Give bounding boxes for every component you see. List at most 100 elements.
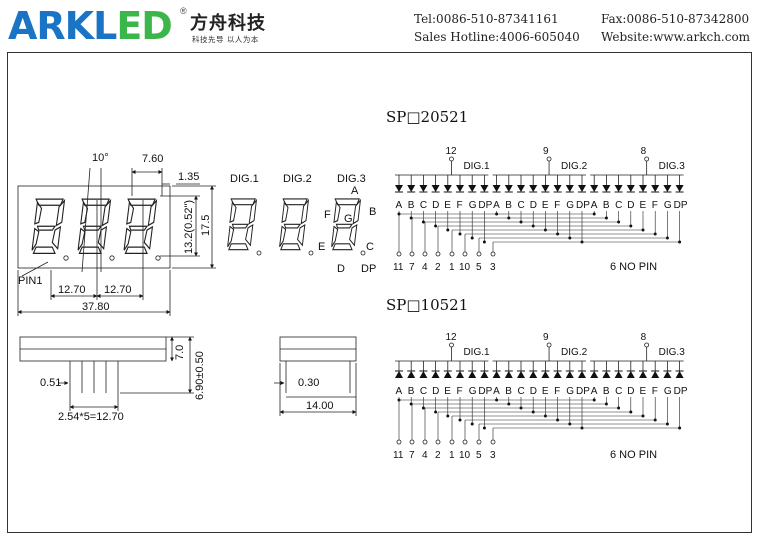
seg-label-e: E: [318, 241, 325, 253]
junction-dot: [421, 406, 425, 410]
segment-label: A: [396, 386, 403, 397]
segment-label: F: [457, 200, 463, 211]
led-diode-symbol: [675, 371, 684, 378]
display-body: [17, 185, 171, 269]
common-digit-label: DIG.2: [561, 161, 588, 172]
led-diode-symbol: [456, 371, 464, 378]
segment-label: D: [627, 200, 634, 211]
pin1-leader: [21, 261, 49, 277]
segment-label: G: [566, 386, 574, 397]
common-digit-label: DIG.2: [561, 347, 588, 358]
pin-dot: [476, 439, 482, 445]
led-diode-symbol: [626, 371, 635, 378]
pin-dot: [435, 251, 441, 257]
led-diode-symbol: [529, 371, 538, 378]
dp-gap-label: 1.35: [178, 171, 199, 183]
common-pin-number: 9: [543, 146, 549, 157]
segment-label: C: [420, 386, 427, 397]
seg-label-b: B: [369, 206, 376, 218]
segment-label: F: [554, 200, 560, 211]
segment-label: E: [444, 386, 451, 397]
led-diode-symbol: [553, 185, 562, 192]
id-dp-1: [256, 250, 262, 256]
led-diode-symbol: [602, 371, 611, 378]
end-view: [274, 336, 357, 416]
led-diode-symbol: [651, 185, 660, 192]
pin-dot: [476, 251, 482, 257]
segment-label: DP: [674, 386, 688, 397]
led-diode-symbol: [663, 371, 672, 378]
bottom-pin-number: 3: [490, 450, 496, 461]
segment-label: A: [396, 200, 403, 211]
junction-dot: [470, 236, 474, 240]
tel-text: Tel:0086-510-87341161: [414, 12, 559, 26]
led-diode-symbol: [590, 371, 599, 378]
led-diode-symbol: [541, 185, 550, 192]
led-diode-symbol: [468, 185, 477, 192]
led-diode-symbol: [529, 185, 538, 192]
common-pin-number: 8: [641, 146, 647, 157]
brand-logo: ARKLED: [8, 4, 173, 48]
segment-label: C: [615, 200, 622, 211]
bottom-pin-number: 11: [393, 262, 404, 273]
total-height-label: 17.5: [200, 215, 212, 236]
bottom-pin-number: 1: [449, 262, 455, 273]
segment-label: E: [640, 386, 647, 397]
led-diode-symbol: [553, 371, 562, 378]
front-view: [17, 167, 216, 316]
segment-id-labels: DIG.1 DIG.2 DIG.3 A B C D E F G DP: [230, 173, 376, 275]
bottom-pin-number: 3: [490, 262, 496, 273]
pin-dot: [449, 251, 455, 257]
junction-dot: [482, 426, 486, 430]
segment-label: A: [591, 386, 598, 397]
led-diode-symbol: [541, 371, 550, 378]
seg-label-a: A: [351, 185, 359, 197]
segment-label: F: [652, 200, 658, 211]
digit-height-label: 13.2(0.52"): [183, 200, 195, 254]
slant-line-1: [81, 167, 91, 273]
front-dp-2: [109, 255, 115, 261]
pitch-label-1: 12.70: [58, 284, 86, 296]
bottom-pin-number: 4: [422, 450, 428, 461]
front-digit-1: [31, 198, 66, 255]
pin-dot: [462, 251, 468, 257]
bottom-pin-number: 7: [409, 450, 415, 461]
dig1-label: DIG.1: [230, 173, 259, 185]
fax-text: Fax:0086-510-87342800: [601, 12, 750, 26]
company-slogan-cn: 科技先导 以人为本: [192, 35, 259, 44]
common-pin-dot-2: [546, 156, 552, 162]
segment-label: D: [530, 200, 537, 211]
bottom-pin-number: 11: [393, 450, 404, 461]
led-diode-symbol: [407, 371, 416, 378]
led-diode-symbol: [492, 185, 501, 192]
bottom-pin-number: 5: [476, 262, 482, 273]
bottom-pin-number: 10: [459, 262, 471, 273]
junction-dot: [482, 240, 486, 244]
led-diode-symbol: [590, 185, 599, 192]
digit-width-label: 7.60: [142, 153, 163, 165]
common-pin-dot-1: [449, 342, 454, 348]
seg-label-f: F: [324, 209, 331, 221]
led-diode-symbol: [517, 185, 525, 192]
led-diode-symbol: [443, 371, 452, 378]
pin-dot: [490, 251, 496, 257]
hotline-text: Sales Hotline:4006-605040: [414, 30, 580, 44]
pin-dot: [396, 251, 402, 257]
led-diode-symbol: [504, 185, 513, 192]
model-label-1: SP□20521: [386, 108, 468, 126]
common-digit-label: DIG.1: [463, 347, 490, 358]
id-dp-3: [360, 250, 366, 256]
front-digit-3: [123, 198, 158, 255]
pin-dot: [435, 439, 441, 445]
pin-dot: [422, 251, 428, 257]
segment-label: DP: [674, 200, 688, 211]
front-dp-3: [155, 255, 161, 261]
seg-label-c: C: [366, 241, 374, 253]
led-diode-symbol: [565, 371, 574, 378]
bottom-pin-number: 4: [422, 262, 428, 273]
common-pin-number: 12: [445, 332, 457, 343]
seg-label-dp: DP: [361, 263, 376, 275]
